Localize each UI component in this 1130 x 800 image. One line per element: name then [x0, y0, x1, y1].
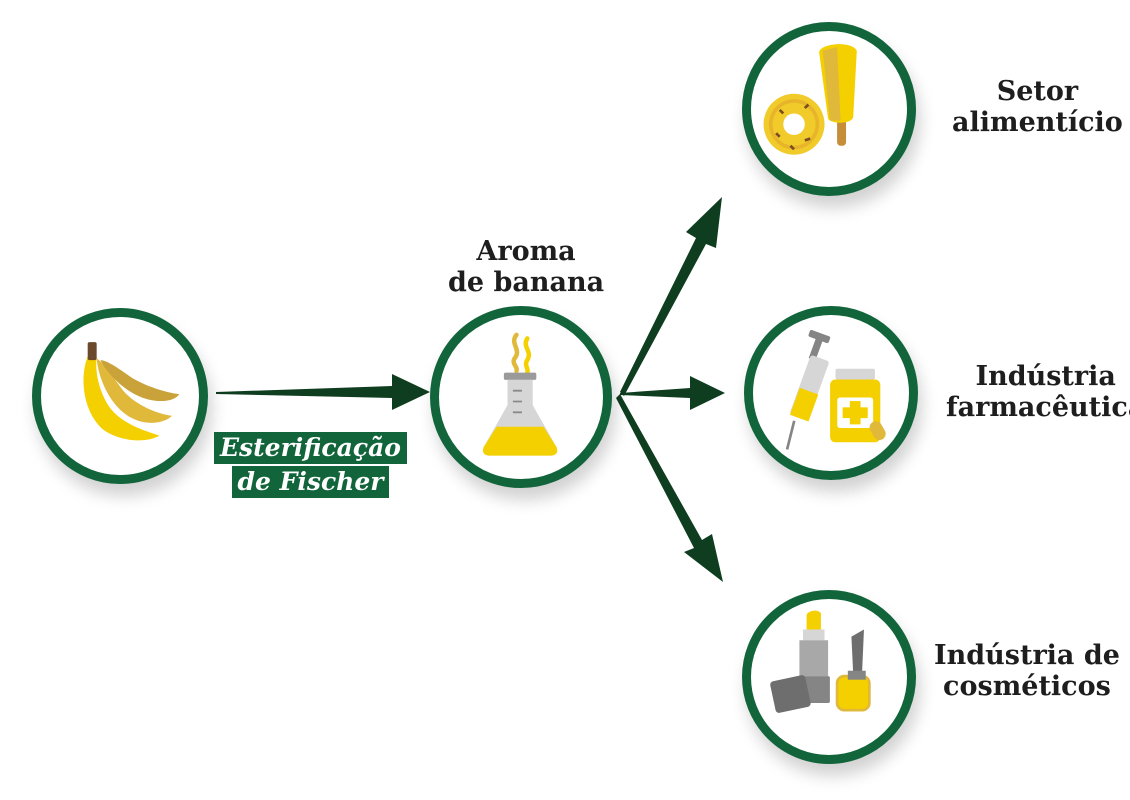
application-label-food: Setor alimentício: [952, 76, 1123, 138]
arrow-to-aroma: [216, 374, 430, 410]
application-label-pharma: Indústria farmacêutica: [946, 361, 1130, 423]
application-label-pharma-line1: Indústria: [975, 361, 1116, 392]
flask-icon: [482, 332, 558, 456]
pharma-node: [744, 306, 918, 480]
application-label-cosmetics-line2: cosméticos: [943, 671, 1111, 702]
product-label-line1: Aroma: [476, 236, 576, 267]
banana-icon: [83, 342, 180, 441]
arrow-to-pharma: [620, 376, 725, 410]
application-label-pharma-line2: farmacêutica: [946, 392, 1130, 423]
arrow-to-cosmetics: [616, 394, 723, 582]
food-node: [742, 22, 916, 196]
product-label: Aroma de banana: [448, 236, 604, 298]
product-label-line2: de banana: [448, 267, 605, 298]
arrow-to-food: [620, 197, 722, 396]
cosmetics-node: [742, 590, 916, 764]
cosmetics-icon: [770, 610, 871, 713]
pharma-icon: [785, 329, 886, 450]
process-label-line1: Esterificação: [214, 432, 407, 464]
aroma-node: [430, 306, 612, 488]
application-label-cosmetics-line1: Indústria de: [934, 640, 1120, 671]
application-label-food-line2: alimentício: [952, 107, 1123, 138]
process-label: Esterificação de Fischer: [214, 432, 407, 500]
food-icon: [763, 44, 857, 155]
banana-node: [32, 308, 208, 484]
application-label-cosmetics: Indústria de cosméticos: [934, 640, 1120, 702]
process-label-line2: de Fischer: [231, 466, 390, 498]
application-label-food-line1: Setor: [996, 76, 1079, 107]
